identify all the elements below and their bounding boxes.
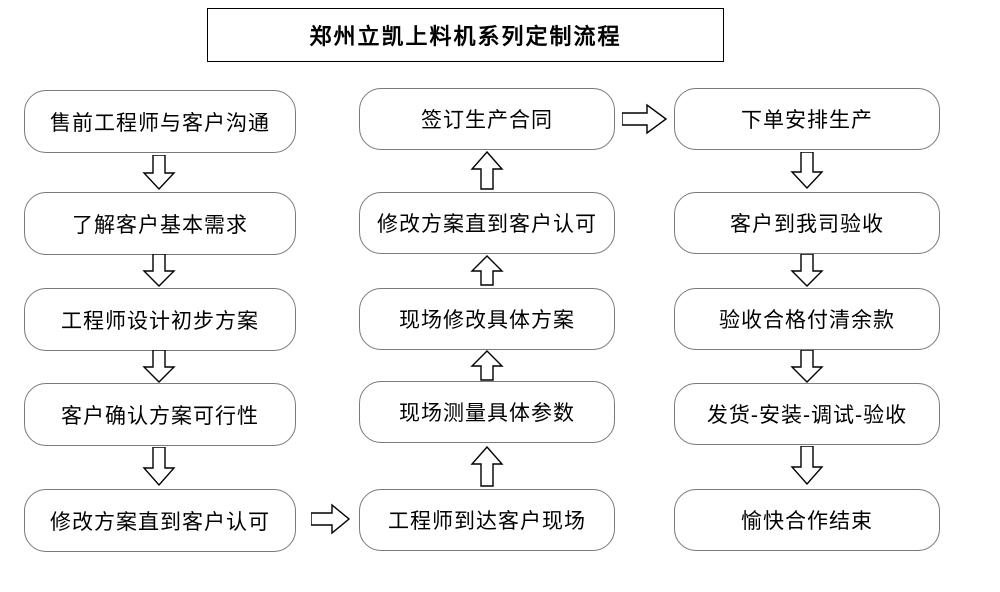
node-n11: 下单安排生产 — [674, 88, 940, 150]
arrow-down-n4-n5 — [142, 447, 176, 487]
node-n15: 愉快合作结束 — [674, 489, 940, 551]
node-label: 验收合格付清余款 — [719, 308, 895, 332]
node-label: 工程师设计初步方案 — [61, 308, 259, 333]
node-label: 工程师到达客户现场 — [388, 509, 586, 533]
node-n4: 客户确认方案可行性 — [24, 383, 296, 446]
node-n7: 修改方案直到客户认可 — [359, 192, 615, 254]
node-n12: 客户到我司验收 — [674, 192, 940, 254]
node-n2: 了解客户基本需求 — [24, 192, 296, 255]
arrow-down-n2-n3 — [142, 254, 176, 288]
arrow-down-n1-n2 — [142, 155, 176, 191]
arrow-down-n3-n4 — [142, 350, 176, 384]
arrow-up-n7-n6 — [470, 151, 504, 191]
node-label: 客户到我司验收 — [730, 212, 884, 236]
node-label: 修改方案直到客户认可 — [377, 212, 597, 236]
node-label: 客户确认方案可行性 — [61, 403, 259, 428]
node-label: 售前工程师与客户沟通 — [50, 110, 270, 135]
arrow-right-n5-n10 — [311, 503, 351, 535]
node-n6: 签订生产合同 — [359, 88, 615, 150]
node-label: 签订生产合同 — [421, 108, 553, 132]
node-label: 了解客户基本需求 — [72, 212, 248, 237]
node-label: 发货-安装-调试-验收 — [706, 403, 908, 427]
arrow-down-n14-n15 — [790, 446, 824, 486]
arrow-up-n8-n7 — [470, 255, 504, 287]
page-title: 郑州立凯上料机系列定制流程 — [309, 24, 622, 50]
diagram-title-box: 郑州立凯上料机系列定制流程 — [207, 8, 724, 62]
arrow-down-n13-n14 — [790, 350, 824, 384]
node-n13: 验收合格付清余款 — [674, 288, 940, 350]
node-n10: 工程师到达客户现场 — [359, 489, 615, 551]
node-label: 现场测量具体参数 — [399, 401, 575, 425]
node-n9: 现场测量具体参数 — [359, 381, 615, 443]
node-label: 现场修改具体方案 — [399, 308, 575, 332]
node-n3: 工程师设计初步方案 — [24, 288, 296, 351]
node-label: 愉快合作结束 — [741, 509, 873, 533]
node-n8: 现场修改具体方案 — [359, 288, 615, 350]
node-label: 下单安排生产 — [741, 108, 873, 132]
arrow-down-n12-n13 — [790, 254, 824, 288]
arrow-down-n11-n12 — [790, 152, 824, 190]
node-n1: 售前工程师与客户沟通 — [24, 90, 296, 153]
node-label: 修改方案直到客户认可 — [50, 509, 270, 534]
node-n14: 发货-安装-调试-验收 — [674, 383, 940, 445]
arrow-up-n9-n8 — [470, 350, 504, 382]
arrow-right-n6-n11 — [622, 103, 668, 135]
arrow-up-n10-n9 — [470, 446, 504, 488]
node-n5: 修改方案直到客户认可 — [24, 489, 296, 552]
